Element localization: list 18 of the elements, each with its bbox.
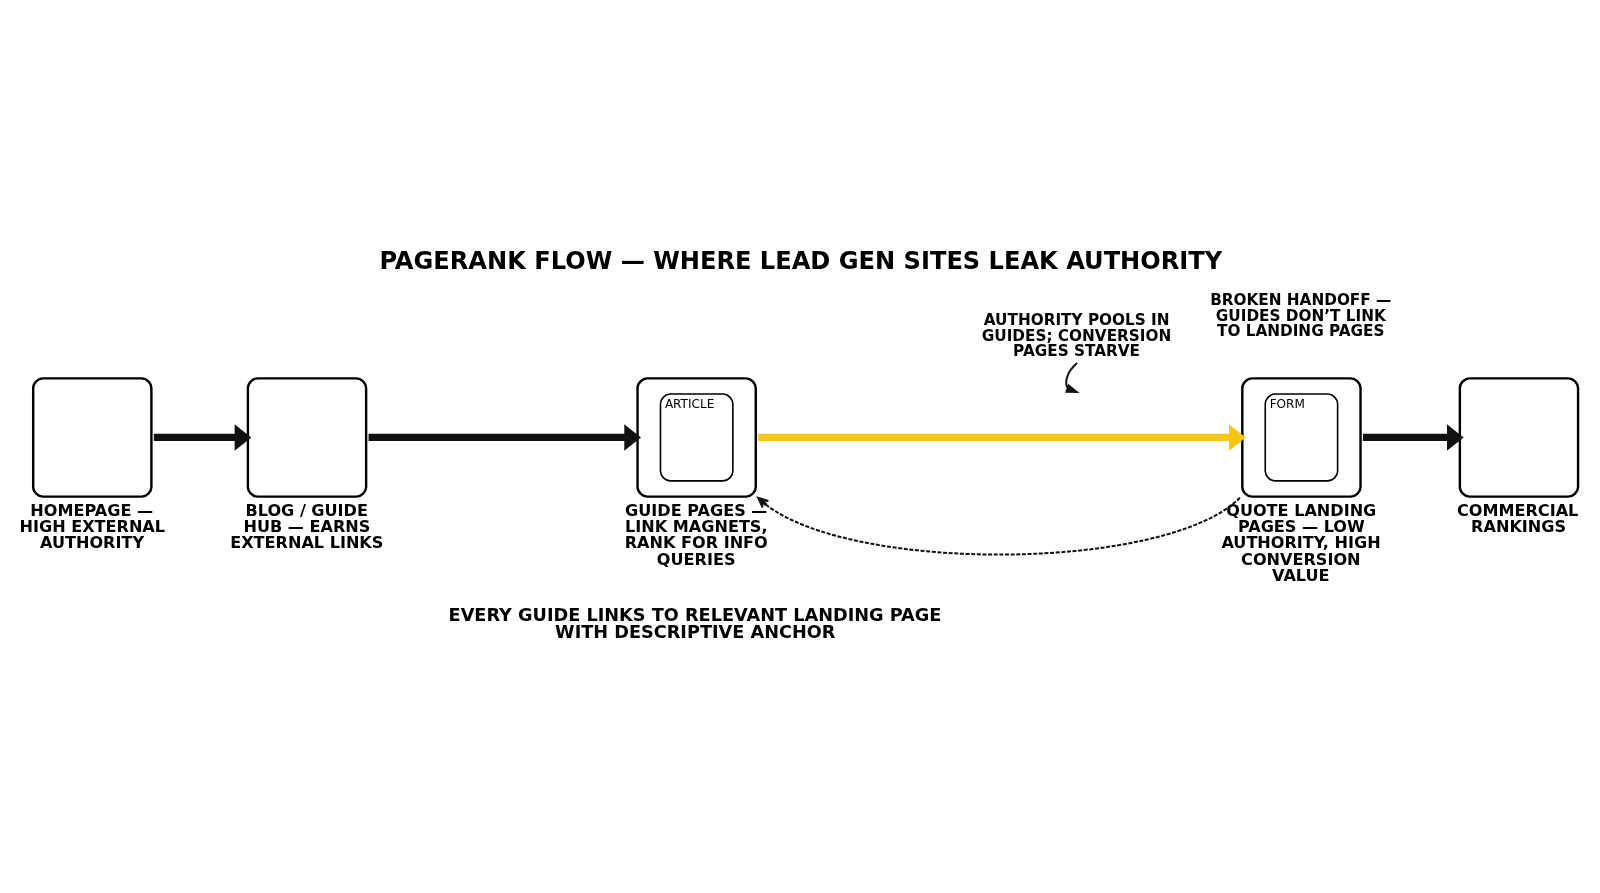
- node-box: FORM: [1241, 377, 1362, 498]
- arrow: [1065, 362, 1080, 393]
- node-text: AUTHORITY POOLS IN GUIDES; CONVERSION PAGES STARVE: [981, 311, 1172, 361]
- arrow: [1362, 424, 1464, 451]
- node-label: COMMERCIAL RANKINGS: [1457, 501, 1579, 537]
- node-label: GUIDE PAGES — LINK MAGNETS, RANK FOR INFO QUERIES: [624, 501, 768, 569]
- caption: EVERY GUIDE LINKS TO RELEVANT LANDING PAGE WITH DESCRIPTIVE ANCHOR: [448, 604, 942, 643]
- node-label: BLOG / GUIDE HUB — EARNS EXTERNAL LINKS: [230, 501, 384, 553]
- arrow: [153, 424, 252, 451]
- arrow: [757, 496, 1241, 556]
- diagram-title: PAGERANK FLOW — WHERE LEAD GEN SITES LEAK AUTHORITY: [379, 246, 1223, 275]
- node-label: QUOTE LANDING PAGES — LOW AUTHORITY, HIGH CONVERSION VALUE: [1221, 501, 1381, 585]
- node-box: ARTICLE: [636, 377, 757, 498]
- node-box: [32, 377, 153, 498]
- node-box: [246, 377, 368, 498]
- label: BROKEN HANDOFF — GUIDES DON’T LINK TO LANDING PAGES: [1210, 291, 1392, 340]
- node-box: [1458, 377, 1580, 498]
- node-label: HOMEPAGE — HIGH EXTERNAL AUTHORITY: [19, 501, 166, 553]
